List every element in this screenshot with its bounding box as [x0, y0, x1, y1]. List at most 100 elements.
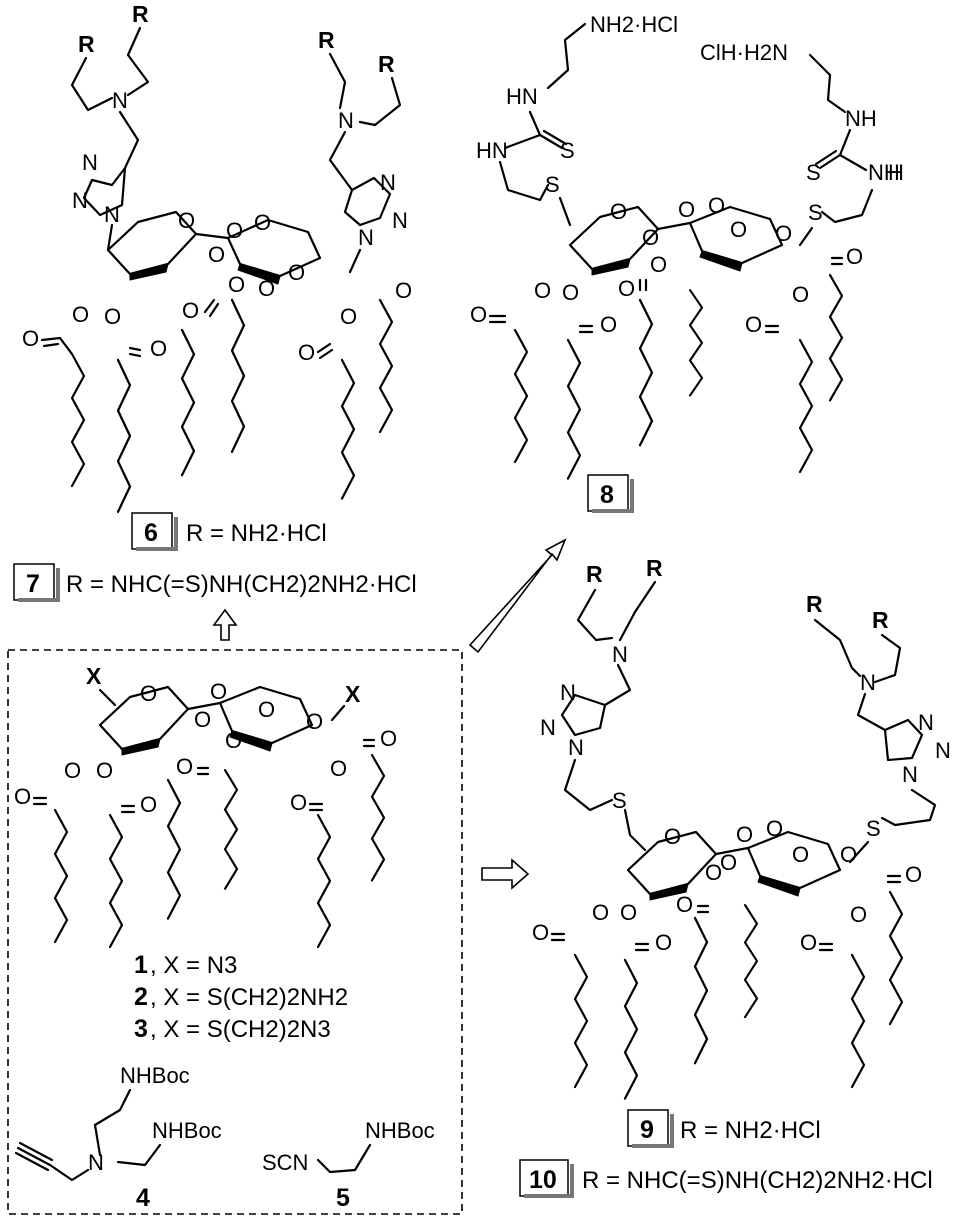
atom-o: O: [290, 790, 307, 815]
compound-number-5: 5: [336, 1184, 350, 1212]
atom-r: R: [78, 31, 95, 57]
atom-o: O: [618, 276, 635, 301]
atom-o: O: [678, 197, 695, 222]
atom-o: O: [182, 298, 199, 323]
compound-10-label: R = NHC(=S)NH(CH2)2NH2·HCl: [582, 1167, 933, 1194]
atom-s: S: [866, 816, 881, 841]
reaction-arrow-right: [481, 858, 530, 890]
atom-s: S: [806, 160, 821, 185]
atom-o: O: [708, 193, 725, 218]
atom-o: O: [258, 697, 275, 722]
compound-1-label: , X = N3: [150, 952, 237, 979]
atom-n: N: [338, 108, 354, 133]
atom-o: O: [840, 842, 857, 867]
atom-o: O: [254, 210, 271, 235]
atom-n: N: [380, 170, 396, 195]
atom-o: O: [792, 282, 809, 307]
structure-6-7: R R N N N N R R N N N N O O: [22, 1, 412, 514]
atom-x: X: [345, 681, 361, 707]
atom-nh: HN: [476, 138, 508, 163]
atom-o: O: [730, 217, 747, 242]
compound-9-label: R = NH2·HCl: [680, 1117, 821, 1144]
atom-o: O: [258, 276, 275, 301]
atom-o: O: [562, 280, 579, 305]
atom-o: O: [226, 218, 243, 243]
atom-n: N: [104, 202, 120, 227]
atom-n: N: [568, 735, 584, 760]
atom-o: O: [288, 260, 305, 285]
compound-number-9: 9: [640, 1116, 654, 1144]
atom-o: O: [225, 728, 242, 753]
atom-o: O: [650, 252, 667, 277]
nhboc-label: NHBoc: [120, 1063, 190, 1088]
atom-s: S: [560, 138, 575, 163]
atom-r: R: [806, 591, 823, 617]
atom-o: O: [104, 304, 121, 329]
compound-2-label: , X = S(CH2)2NH2: [150, 984, 348, 1011]
atom-o: O: [846, 244, 863, 269]
atom-n: N: [392, 208, 408, 233]
atom-o: O: [306, 709, 323, 734]
atom-n: N: [935, 738, 951, 763]
compound-number-1: 1: [134, 951, 148, 979]
atom-o: O: [592, 900, 609, 925]
atom-o: O: [792, 842, 809, 867]
atom-o: O: [178, 208, 195, 233]
atom-o: O: [176, 754, 193, 779]
atom-o: O: [664, 824, 681, 849]
atom-s: S: [612, 788, 627, 813]
atom-o: O: [298, 340, 315, 365]
atom-o: O: [22, 326, 39, 351]
compound-number-7: 7: [26, 570, 40, 598]
atom-o: O: [380, 726, 397, 751]
atom-o: O: [736, 822, 753, 847]
compound-number-2: 2: [134, 983, 148, 1011]
atom-o: O: [766, 816, 783, 841]
structure-9-10: R R N N N N S R R N N N N S O O O: [532, 555, 951, 1100]
atom-n: N: [82, 150, 98, 175]
atom-o: O: [745, 312, 762, 337]
atom-r: R: [318, 27, 335, 53]
structure-4: NHBoc NHBoc N 4: [14, 1063, 222, 1212]
atom-o: O: [800, 930, 817, 955]
atom-n: N: [902, 762, 918, 787]
atom-o: O: [470, 302, 487, 327]
atom-o: O: [340, 304, 357, 329]
starting-materials-box: [7, 649, 463, 1215]
reaction-arrow-up: [212, 608, 238, 641]
structure-8: NH2·HCl HN S HN S ClH·H2N NH S NH H S O …: [470, 12, 904, 480]
atom-h: H: [888, 160, 904, 185]
atom-n: N: [612, 642, 628, 667]
atom-o: O: [96, 758, 113, 783]
atom-o: O: [228, 272, 245, 297]
atom-n: N: [540, 715, 556, 740]
atom-o: O: [620, 900, 637, 925]
atom-o: O: [676, 892, 693, 917]
atom-r: R: [872, 607, 889, 633]
atom-n: N: [72, 188, 88, 213]
compound-number-6: 6: [144, 519, 158, 547]
atom-o: O: [150, 336, 167, 361]
atom-n: N: [358, 225, 374, 250]
atom-nh: HN: [506, 84, 538, 109]
atom-n: N: [88, 1150, 104, 1175]
atom-o: O: [610, 199, 627, 224]
compound-6-label: R = NH2·HCl: [186, 520, 327, 547]
atom-r: R: [646, 555, 663, 581]
clh-amine-label: ClH·H2N: [700, 40, 788, 65]
atom-r: R: [586, 561, 603, 587]
atom-o: O: [600, 312, 617, 337]
atom-o: O: [850, 902, 867, 927]
atom-o: O: [655, 930, 672, 955]
atom-nh: NH: [845, 106, 877, 131]
atom-o: O: [140, 681, 157, 706]
atom-o: O: [330, 756, 347, 781]
reaction-arrow-diagonal: [468, 538, 567, 654]
atom-r: R: [378, 51, 395, 77]
compound-number-4: 4: [136, 1184, 150, 1212]
atom-o: O: [194, 707, 211, 732]
amine-hcl-label: NH2·HCl: [590, 12, 678, 37]
atom-o: O: [64, 758, 81, 783]
nhboc-label: NHBoc: [365, 1118, 435, 1143]
